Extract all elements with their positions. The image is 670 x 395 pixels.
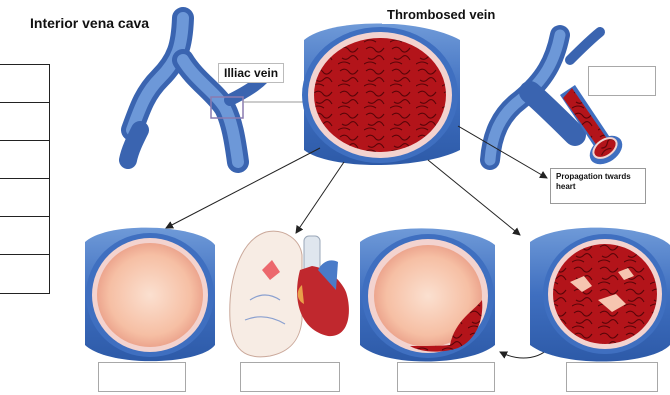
- table-row[interactable]: [0, 217, 49, 255]
- illiac-vein-label: Illiac vein: [218, 63, 284, 83]
- thrombosed-vein-cross-section: [302, 24, 460, 166]
- thrombosed-vein-label: Thrombosed vein: [382, 5, 500, 24]
- table-row[interactable]: [0, 141, 49, 179]
- answer-table: [0, 64, 50, 294]
- propagation-text: Propagation twards heart: [556, 172, 631, 191]
- table-row[interactable]: [0, 65, 49, 103]
- lungs-heart-illustration: [230, 231, 349, 357]
- blank-answer-box[interactable]: [98, 362, 186, 392]
- blank-answer-box[interactable]: [240, 362, 340, 392]
- propagation-label: Propagation twards heart: [550, 168, 646, 204]
- normal-vein-cross-section: [85, 228, 215, 362]
- blank-answer-box[interactable]: [566, 362, 658, 392]
- organised-thrombus-cross-section: [530, 228, 670, 362]
- vena-cava-illustration: [128, 18, 270, 162]
- blank-answer-box[interactable]: [588, 66, 656, 96]
- propagating-clot-illustration: [490, 32, 600, 160]
- partial-thrombus-cross-section: [360, 228, 495, 361]
- table-row[interactable]: [0, 179, 49, 217]
- blank-answer-box[interactable]: [397, 362, 495, 392]
- interior-vena-cava-label: Interior vena cava: [24, 12, 155, 34]
- table-row[interactable]: [0, 255, 49, 293]
- table-row[interactable]: [0, 103, 49, 141]
